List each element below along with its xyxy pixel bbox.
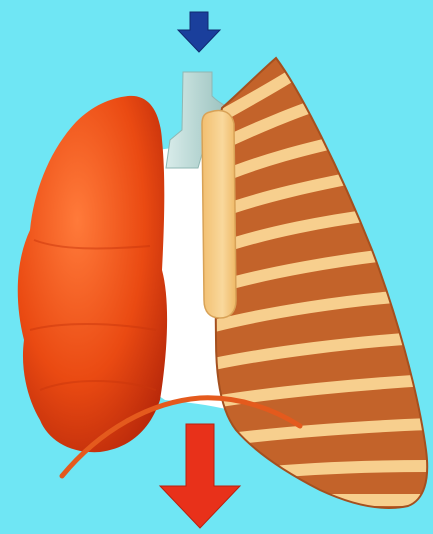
air-in-arrow xyxy=(178,12,220,52)
rib-cage xyxy=(214,58,432,508)
lung xyxy=(18,96,167,452)
sternum xyxy=(202,111,236,319)
diaphragm-down-arrow xyxy=(160,424,240,528)
